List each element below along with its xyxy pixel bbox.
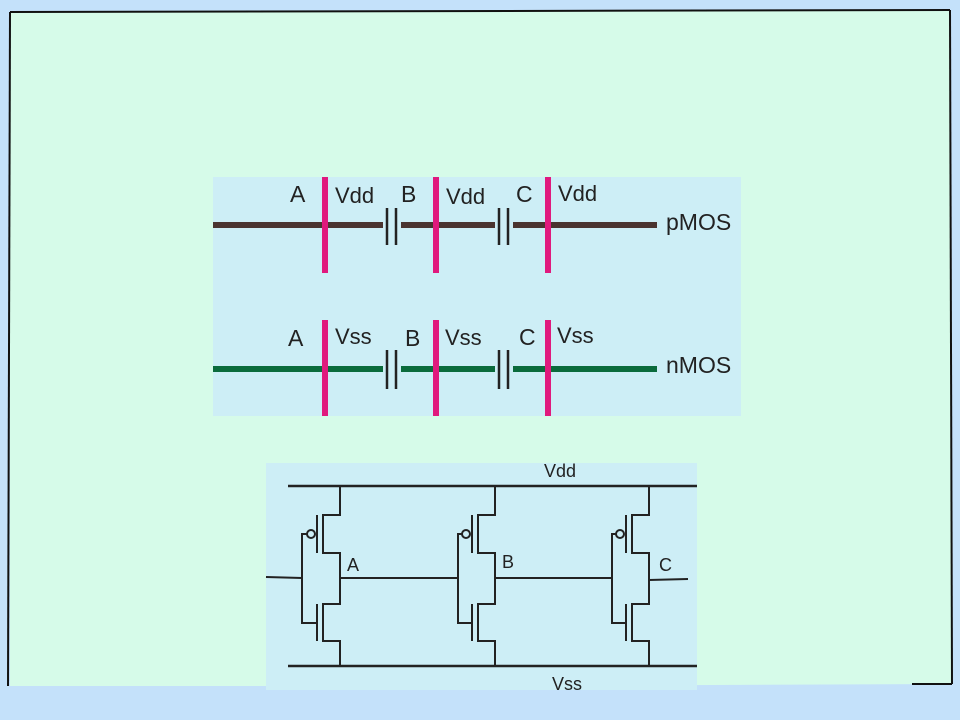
nmos-cap-gap-2	[495, 350, 513, 390]
gate-wire	[611, 533, 626, 624]
stick-diagram-panel	[213, 177, 741, 416]
bottom-band	[0, 686, 960, 720]
channel-path	[477, 486, 496, 666]
pmos-label-b: B	[401, 181, 416, 207]
slide-border-right	[949, 9, 953, 685]
channel-path	[322, 486, 341, 666]
inverter-stage-b	[457, 486, 496, 666]
pmos-label-c: C	[516, 181, 533, 207]
vss-label: Vss	[552, 674, 582, 694]
inverter-stage-a	[301, 486, 341, 666]
output-wire	[648, 578, 689, 581]
pmos-cap-gap-2	[495, 208, 513, 246]
nmos-row: A Vss B Vss C Vss nMOS	[213, 320, 731, 416]
pmos-label-vdd-1: Vdd	[335, 183, 374, 208]
pmos-label-a: A	[290, 181, 306, 207]
pmos-label-vdd-3: Vdd	[558, 181, 597, 206]
nmos-label-b: B	[405, 325, 420, 351]
channel-path	[631, 486, 650, 666]
transistor-schematic: Vdd Vss A B	[265, 461, 697, 694]
gate-wire	[457, 533, 472, 624]
pmos-row-label: pMOS	[666, 209, 731, 235]
nmos-label-vss-2: Vss	[445, 325, 482, 350]
slide-border-top	[9, 9, 951, 13]
nmos-label-c: C	[519, 324, 536, 350]
node-label-c: C	[659, 555, 672, 575]
pmos-row: A Vdd B Vdd C Vdd pMOS	[213, 177, 731, 273]
nmos-row-label: nMOS	[666, 352, 731, 378]
vdd-label: Vdd	[544, 461, 576, 481]
nmos-label-a: A	[288, 325, 304, 351]
inverter-stage-c	[611, 486, 650, 666]
gate-wire	[301, 533, 317, 624]
pmos-cap-gap-1	[383, 208, 401, 246]
nmos-label-vss-1: Vss	[335, 324, 372, 349]
stick-diagram: A Vdd B Vdd C Vdd pMOS A Vss B Vss C Vss	[213, 177, 741, 416]
node-label-a: A	[347, 555, 359, 575]
schematic-panel	[266, 463, 697, 690]
nmos-cap-gap-1	[383, 350, 401, 390]
pmos-label-vdd-2: Vdd	[446, 184, 485, 209]
slide-border-left	[7, 11, 11, 689]
nmos-label-vss-3: Vss	[557, 323, 594, 348]
node-label-b: B	[502, 552, 514, 572]
input-wire	[265, 576, 303, 579]
